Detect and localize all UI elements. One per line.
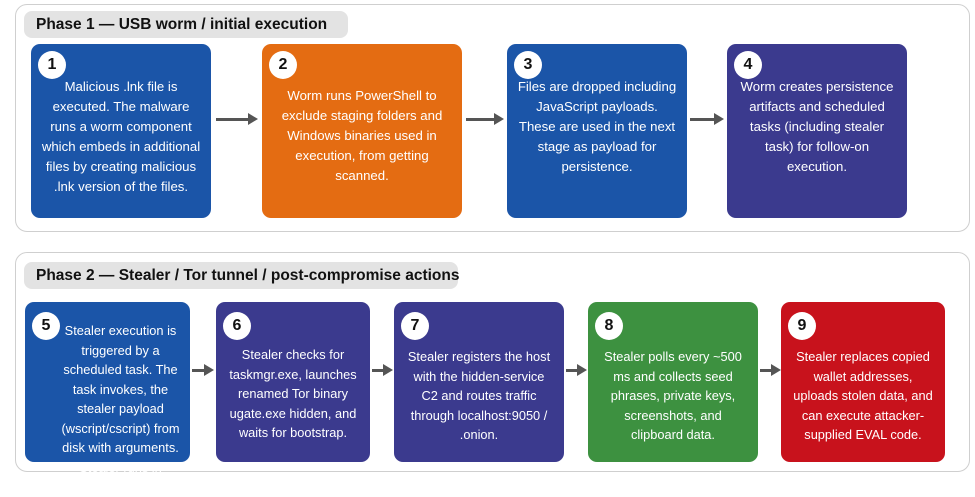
step-number-badge: 2	[269, 51, 297, 79]
flow-arrow	[760, 364, 781, 377]
phase-1-title: Phase 1 — USB worm / initial execution	[24, 11, 348, 38]
step-description: Worm runs PowerShell to exclude staging …	[281, 88, 443, 183]
step-6-box: 6 Stealer checks for taskmgr.exe, launch…	[216, 302, 370, 462]
step-description: Malicious .lnk file is executed. The mal…	[41, 79, 201, 194]
step-description: Files are dropped including JavaScript p…	[517, 79, 677, 174]
step-number-badge: 7	[401, 312, 429, 340]
flow-arrow	[690, 113, 724, 126]
flow-arrow	[216, 113, 258, 126]
step-description: Stealer registers the host with the hidd…	[407, 349, 551, 442]
flow-arrow	[466, 113, 504, 126]
step-description: Stealer replaces copied wallet addresses…	[793, 349, 933, 442]
phase-2-title: Phase 2 — Stealer / Tor tunnel / post-co…	[24, 262, 459, 289]
step-description: Stealer checks for taskmgr.exe, launches…	[229, 347, 357, 440]
step-description: Stealer execution is triggered by a sche…	[61, 323, 180, 494]
step-number-badge: 5	[32, 312, 60, 340]
flow-arrow	[566, 364, 587, 377]
step-description: Stealer polls every ~500 ms and collects…	[604, 349, 742, 442]
flow-arrow	[192, 364, 214, 377]
step-description: Worm creates persistence artifacts and s…	[740, 79, 894, 174]
step-number-badge: 9	[788, 312, 816, 340]
step-2-box: 2 Worm runs PowerShell to exclude stagin…	[262, 44, 462, 218]
step-number-badge: 4	[734, 51, 762, 79]
step-3-box: 3 Files are dropped including JavaScript…	[507, 44, 687, 218]
step-4-box: 4 Worm creates persistence artifacts and…	[727, 44, 907, 218]
flow-arrow	[372, 364, 393, 377]
step-number-badge: 8	[595, 312, 623, 340]
step-5-box: 5 Stealer execution is triggered by a sc…	[25, 302, 190, 494]
step-7-box: 7 Stealer registers the host with the hi…	[394, 302, 564, 462]
step-number-badge: 1	[38, 51, 66, 79]
step-9-box: 9 Stealer replaces copied wallet address…	[781, 302, 945, 462]
step-1-box: 1 Malicious .lnk file is executed. The m…	[31, 44, 211, 218]
step-number-badge: 6	[223, 312, 251, 340]
step-number-badge: 3	[514, 51, 542, 79]
step-8-box: 8 Stealer polls every ~500 ms and collec…	[588, 302, 758, 462]
